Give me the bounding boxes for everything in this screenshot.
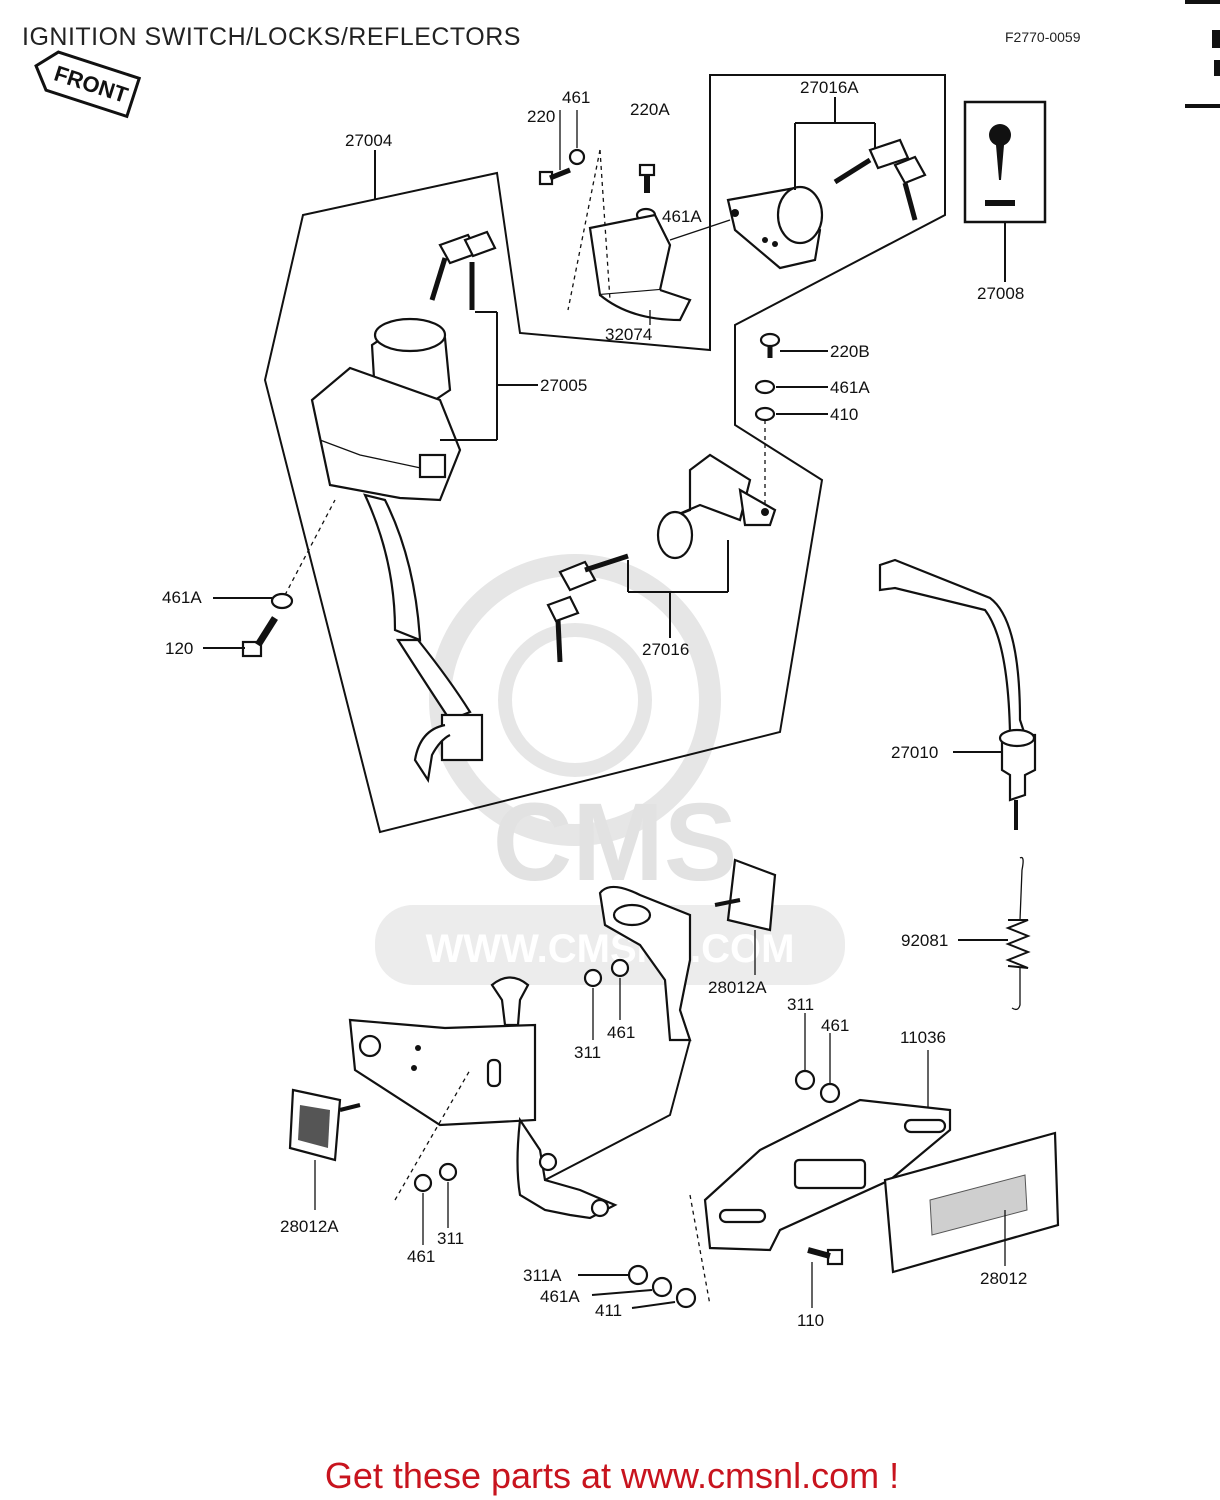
nut-311-461-center bbox=[583, 958, 630, 988]
label-27016A: 27016A bbox=[800, 78, 859, 97]
label-461-b: 461 bbox=[821, 1016, 849, 1035]
page-title: IGNITION SWITCH/LOCKS/REFLECTORS bbox=[22, 23, 521, 51]
front-arrow-icon: FRONT bbox=[34, 50, 142, 119]
label-461A-bot: 461A bbox=[540, 1287, 580, 1306]
set-27004-outline bbox=[263, 74, 946, 834]
lock-27016A bbox=[726, 138, 927, 270]
label-220: 220 bbox=[527, 107, 555, 126]
nut-311A-461A-411 bbox=[627, 1264, 697, 1309]
reflector-28012 bbox=[883, 1131, 1060, 1274]
label-410: 410 bbox=[830, 405, 858, 424]
nut-461-311-left bbox=[413, 1162, 458, 1193]
reflector-28012A-upper bbox=[714, 858, 777, 932]
washer-461A-left-icon bbox=[270, 592, 294, 610]
license-bracket-11036 bbox=[703, 1098, 952, 1252]
watermark-url: WWW.CMSNL.COM bbox=[426, 927, 795, 971]
label-32074: 32074 bbox=[605, 325, 652, 344]
lock-27016 bbox=[546, 453, 777, 663]
label-311A: 311A bbox=[523, 1266, 562, 1285]
label-461A-top: 461A bbox=[662, 207, 702, 226]
mount-bracket-left bbox=[348, 976, 691, 1220]
label-27016: 27016 bbox=[642, 640, 689, 659]
diagram-code: F2770-0059 bbox=[1005, 29, 1081, 45]
label-27004: 27004 bbox=[345, 131, 392, 150]
label-27005: 27005 bbox=[540, 376, 587, 395]
bolt-110-icon bbox=[807, 1247, 844, 1266]
label-220B: 220B bbox=[830, 342, 870, 361]
switch-27010 bbox=[878, 558, 1037, 830]
nut-311-461-right bbox=[794, 1069, 841, 1104]
label-411: 411 bbox=[595, 1301, 622, 1320]
washer-461-icon bbox=[568, 148, 586, 166]
corner-mark bbox=[1185, 0, 1220, 108]
label-311-b: 311 bbox=[787, 995, 814, 1014]
label-461-top: 461 bbox=[562, 88, 590, 107]
watermark-brand: CMS bbox=[493, 781, 737, 904]
bolt-220A-icon bbox=[638, 163, 656, 193]
label-461-a: 461 bbox=[607, 1023, 635, 1042]
bolt-120-icon bbox=[241, 616, 278, 658]
label-461A-mid: 461A bbox=[830, 378, 870, 397]
cms-watermark: CMS WWW.CMSNL.COM bbox=[375, 554, 845, 985]
fastener-stack-right bbox=[754, 332, 781, 422]
ignition-switch-27005 bbox=[310, 230, 497, 783]
label-28012: 28012 bbox=[980, 1269, 1027, 1288]
label-110: 110 bbox=[797, 1311, 824, 1330]
label-28012A-right: 28012A bbox=[708, 978, 767, 997]
label-311-a: 311 bbox=[574, 1043, 601, 1062]
label-461A-left: 461A bbox=[162, 588, 202, 607]
spring-92081 bbox=[1005, 856, 1031, 1011]
key-tag-27008 bbox=[963, 100, 1047, 224]
bolt-220-icon bbox=[538, 167, 571, 186]
label-220A: 220A bbox=[630, 100, 670, 119]
reflector-28012A-left bbox=[288, 1088, 361, 1162]
label-92081: 92081 bbox=[901, 931, 948, 950]
bracket-stay-upper bbox=[598, 885, 692, 1042]
label-311-c: 311 bbox=[437, 1229, 464, 1248]
label-28012A-left: 28012A bbox=[280, 1217, 339, 1236]
label-11036: 11036 bbox=[900, 1028, 946, 1047]
label-461-c: 461 bbox=[407, 1247, 435, 1266]
get-parts-link[interactable]: Get these parts at www.cmsnl.com ! bbox=[325, 1455, 899, 1496]
label-27008: 27008 bbox=[977, 284, 1024, 303]
label-27010: 27010 bbox=[891, 743, 938, 762]
lock-cover-32074 bbox=[567, 149, 692, 322]
label-120: 120 bbox=[165, 639, 193, 658]
